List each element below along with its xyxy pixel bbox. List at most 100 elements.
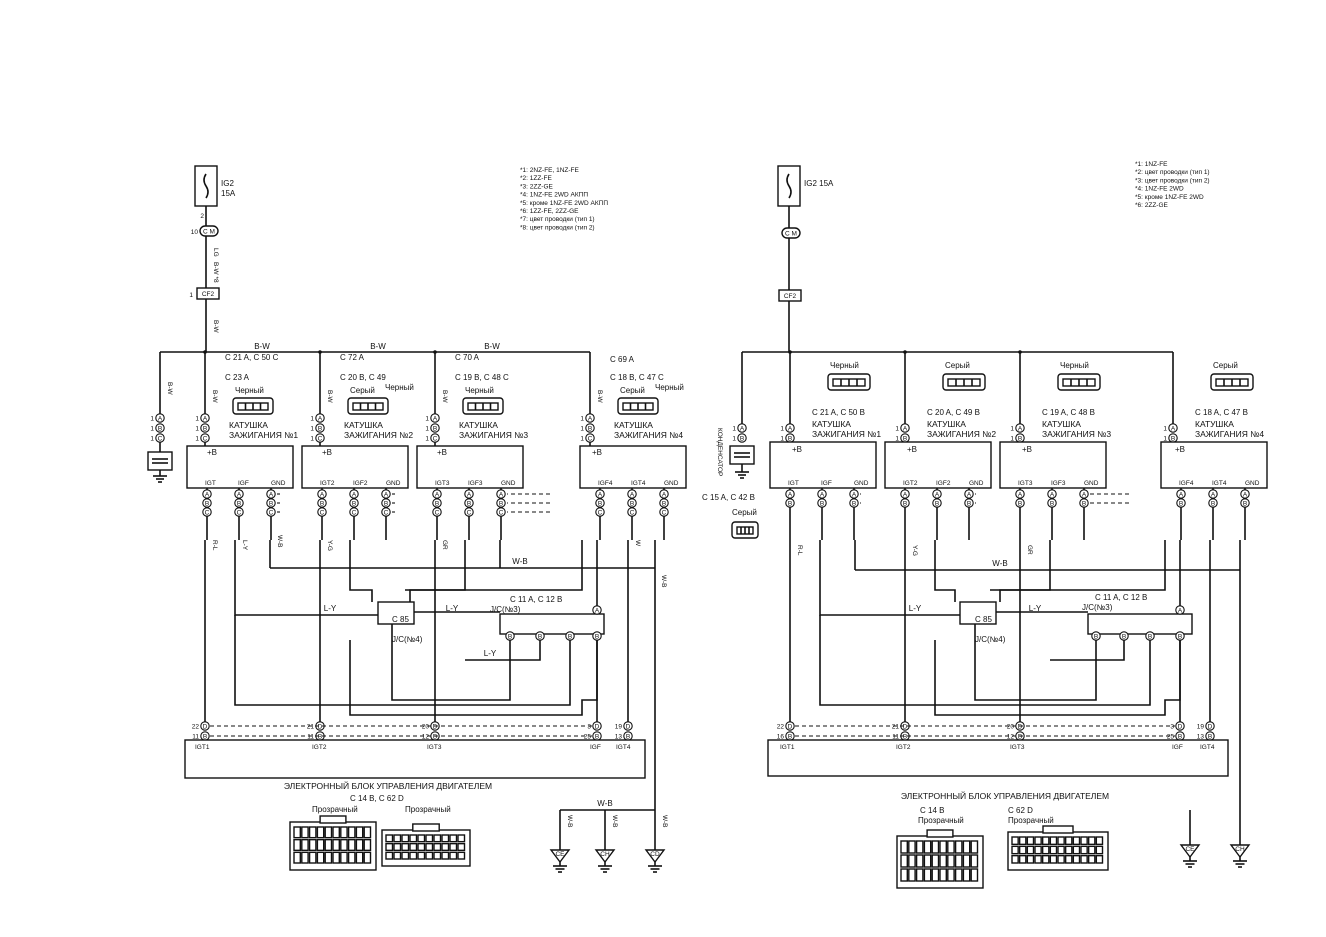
jc-ref: C 11 A, C 12 B [1095,593,1147,602]
coil-pin-label: GND [501,480,516,487]
pin-number: 1 [895,435,899,442]
pin-letter: B [384,500,388,507]
wire [974,624,1097,701]
connector-label: CF2 [784,293,797,300]
coil-label: КАТУШКА [1042,419,1081,429]
pin-letter: B [433,733,437,740]
pin-letter: B [1243,500,1247,507]
coil-label: ЗАЖИГАНИЯ №3 [459,430,528,440]
jc-label: J/C(№3) [1082,603,1113,612]
pin-number: 12 [422,733,430,740]
coil-label: ЗАЖИГАНИЯ №4 [614,430,683,440]
pin-letter: D [903,723,908,730]
pin-letter: B [903,435,907,442]
pin-circle [430,423,440,433]
ecu-terminal [1041,836,1050,846]
pin-number: 1 [780,425,784,432]
connector-ref: C 23 A [225,373,250,382]
pin-letter: A [1211,491,1216,498]
ecu-terminal [332,851,341,864]
coil-pin-label: +B [592,448,602,457]
pin-letter: C [384,509,389,516]
wire [405,540,583,591]
connector-color: Серый [732,508,757,517]
ecu-terminal [923,840,932,854]
pin-number: 11 [307,733,314,740]
ecu-pin-label: IGT2 [312,744,327,751]
pin-letter: C [352,509,357,516]
ecu-terminal [417,851,426,860]
pin-letter: B [1018,733,1022,740]
wire-color: Y-G [911,545,918,556]
ecu-terminal [385,834,394,843]
ecu-terminal [1049,836,1058,846]
coil-label: КАТУШКА [229,420,268,430]
ecu-terminal [1072,836,1081,846]
pin-number: 1 [1010,435,1014,442]
pin-letter: B [203,425,207,432]
pin-circle [737,423,747,433]
ecu-terminal [970,868,979,882]
ecu-terminal [954,868,963,882]
pin-letter: B [903,500,907,507]
pin-number: 19 [1197,723,1205,730]
ecu-terminal [1018,854,1027,864]
pin-circle [155,423,165,433]
ecu-terminal [355,826,364,839]
ecu-terminal [308,851,317,864]
ecu-terminal [1011,854,1019,864]
ecu-terminal [915,854,924,868]
pin-letter: A [935,491,940,498]
coil-label: КАТУШКА [927,419,966,429]
coil-pin-label: +B [792,445,802,454]
ecu-box [184,739,646,779]
ecu-terminal [301,851,309,864]
jc-label: J/C(№4) [975,635,1006,644]
ecu-terminal [1064,854,1073,864]
pin-circle [592,721,602,731]
pin-number: 1 [1010,425,1014,432]
ecu-terminal [316,826,325,839]
wire-color: W-B [992,559,1007,568]
pin-circle [585,423,595,433]
wire [990,540,1166,591]
ecu-terminal [417,834,426,843]
pin-letter: B [788,733,792,740]
pin-letter: A [320,491,325,498]
ecu-terminal [939,840,948,854]
pin-letter: A [967,491,972,498]
pin-circle [234,489,244,499]
pin-number: 1 [580,415,584,422]
ecu-terminal [931,854,940,868]
pin-letter: B [203,733,207,740]
pin-letter: C [435,509,440,516]
ecu-terminal [363,838,372,852]
connector-color: Серый [620,386,645,395]
wire-color: GR [1026,545,1033,555]
wire [391,624,511,701]
pin-circle [266,489,276,499]
pin-circle [817,489,827,499]
pin-letter: C [203,435,208,442]
pin-circle [1240,489,1250,499]
ecu-terminal [1026,845,1035,855]
connector-ref: C 18 A, C 47 B [1195,408,1248,417]
fuse-label: IG2 [221,179,234,188]
jc3-box [499,613,605,635]
coil-box [301,445,409,489]
pin-letter: A [740,425,745,432]
wire-color: W-B [597,799,612,808]
connector-color: Черный [385,383,414,392]
pin-letter: B [508,633,512,640]
wire-color: B-W [596,390,603,404]
ecu-connector-latch [412,823,440,832]
wire-color: B-W [166,382,173,396]
footnote: *2: 1ZZ-FE [520,175,552,182]
ecu-terminal [1064,836,1073,846]
pin-circle [317,498,327,508]
ecu-terminal [293,838,302,852]
pin-letter: A [1018,491,1023,498]
pin-number: 13 [615,733,623,740]
pin-number: 1 [732,435,736,442]
ecu-terminal [1041,854,1050,864]
